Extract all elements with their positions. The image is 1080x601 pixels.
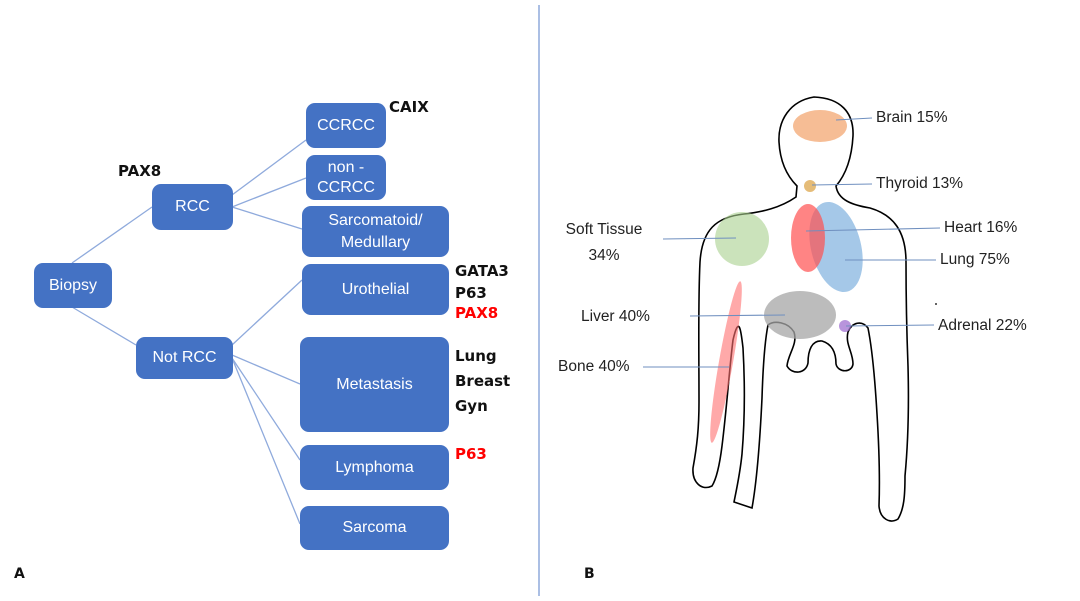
heart-label: Heart 16%: [944, 219, 1018, 236]
ccrcc-node: CCRCC: [306, 103, 386, 148]
p63-lymphoma-marker: P63: [455, 445, 487, 463]
connector-rcc-ccrcc: [231, 139, 307, 196]
sarcoma-node: Sarcoma: [300, 506, 449, 550]
connector-biopsy-not-rcc: [71, 306, 137, 346]
soft-tissue-label: Soft Tissue 34%: [557, 219, 651, 267]
tree-connectors: [71, 139, 307, 525]
urothelial-node: Urothelial: [302, 264, 449, 315]
stray-dot: [935, 303, 937, 305]
leader-thyroid: [811, 183, 873, 186]
adrenal-blob: [839, 320, 851, 332]
connector-rcc-sarcomatoid: [231, 206, 303, 230]
lung-marker: Lung: [455, 347, 497, 365]
bone-label: Bone 40%: [558, 358, 630, 375]
gyn-marker: Gyn: [455, 397, 488, 415]
brain-blob: [793, 110, 847, 142]
bone-blob: [710, 281, 742, 443]
connector-rcc-non-ccrcc: [231, 177, 307, 208]
breast-marker: Breast: [455, 372, 511, 390]
rcc-node: RCC: [152, 184, 233, 230]
sarcomatoid-line-2: Medullary: [340, 233, 411, 251]
sarcomatoid-line-1: Sarcomatoid/: [328, 211, 423, 229]
biopsy-node: Biopsy: [34, 263, 112, 308]
non-ccrcc-node: non - CCRCC: [306, 155, 386, 200]
thyroid-blob: [804, 180, 816, 192]
liver-blob: [764, 291, 836, 339]
not-rcc-node: Not RCC: [136, 337, 233, 379]
non-ccrcc-line-2: CCRCC: [317, 178, 375, 196]
liver-label: Liver 40%: [581, 308, 650, 325]
lymphoma-node: Lymphoma: [300, 445, 449, 490]
leader-soft-tissue: [662, 237, 737, 240]
metastasis-node: Metastasis: [300, 337, 449, 432]
gata3-marker: GATA3: [455, 262, 509, 280]
connector-notrcc-urothelial: [231, 279, 303, 346]
leader-adrenal: [845, 324, 935, 327]
soft-tissue-blob: [715, 212, 769, 266]
connector-notrcc-lymphoma: [231, 357, 301, 461]
soft-tissue-line-1: Soft Tissue: [565, 221, 643, 238]
leader-brain: [835, 117, 873, 121]
metastatic-sites: [710, 110, 863, 443]
p63-urothelial-marker: P63: [455, 284, 487, 302]
lung-label: Lung 75%: [940, 251, 1010, 268]
non-ccrcc-line-1: non -: [327, 158, 365, 176]
body-outline: [692, 96, 910, 522]
connector-notrcc-sarcoma: [231, 357, 301, 525]
pax8-urothelial-marker: PAX8: [455, 304, 499, 322]
soft-tissue-line-2: 34%: [588, 247, 620, 264]
adrenal-label: Adrenal 22%: [938, 317, 1027, 334]
sarcomatoid-node: Sarcomatoid/ Medullary: [302, 206, 449, 257]
pax8-rcc-marker: PAX8: [118, 162, 162, 180]
leader-lines: [643, 117, 941, 368]
panel-a-label: A: [14, 566, 25, 582]
heart-blob: [791, 204, 825, 272]
connector-biopsy-rcc: [71, 206, 153, 264]
panel-b-label: B: [584, 566, 595, 582]
leader-liver: [689, 314, 786, 317]
connector-notrcc-metastasis: [231, 354, 301, 385]
caix-marker: CAIX: [389, 98, 429, 116]
leader-heart: [805, 227, 941, 232]
brain-label: Brain 15%: [876, 109, 948, 126]
thyroid-label: Thyroid 13%: [876, 175, 964, 192]
